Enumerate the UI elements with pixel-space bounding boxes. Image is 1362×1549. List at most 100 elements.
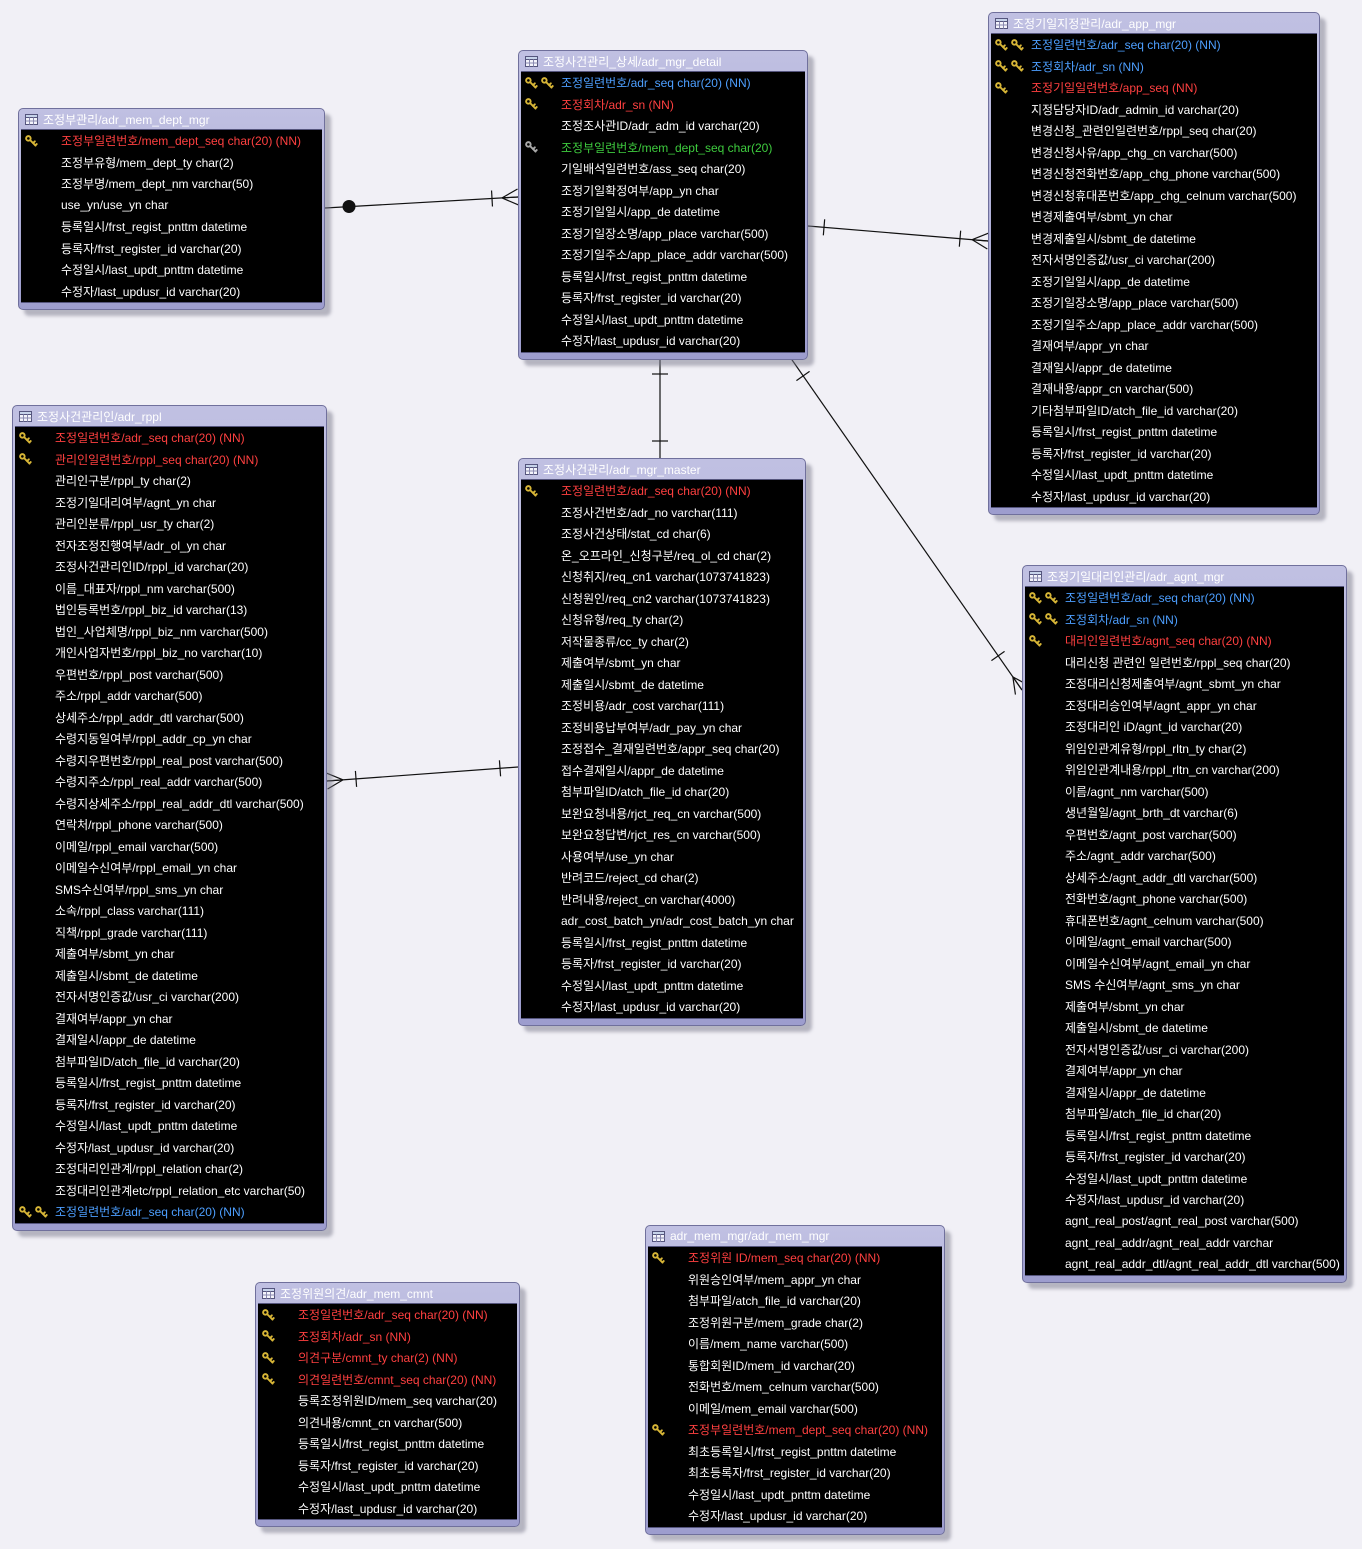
field-row[interactable]: 수정일시/last_updt_pnttm datetime bbox=[15, 1115, 324, 1137]
field-row[interactable]: 수정자/last_updusr_id varchar(20) bbox=[648, 1505, 942, 1527]
field-row[interactable]: 수령지상세주소/rppl_real_addr_dtl varchar(500) bbox=[15, 793, 324, 815]
field-row[interactable]: 제출여부/sbmt_yn char bbox=[1025, 996, 1344, 1018]
field-row[interactable]: use_yn/use_yn char bbox=[21, 195, 322, 217]
field-row[interactable]: 제출일시/sbmt_de datetime bbox=[521, 674, 803, 696]
field-row[interactable]: 제출일시/sbmt_de datetime bbox=[1025, 1017, 1344, 1039]
field-row[interactable]: 등록일시/frst_regist_pnttm datetime bbox=[521, 932, 803, 954]
field-row[interactable]: 조정일련번호/adr_seq char(20) (NN) bbox=[15, 1201, 324, 1223]
field-row[interactable]: 등록일시/frst_regist_pnttm datetime bbox=[15, 1072, 324, 1094]
field-row[interactable]: 의견일련번호/cmnt_seq char(20) (NN) bbox=[258, 1369, 517, 1391]
field-row[interactable]: 전화번호/agnt_phone varchar(500) bbox=[1025, 888, 1344, 910]
field-row[interactable]: 저작물종류/cc_ty char(2) bbox=[521, 631, 803, 653]
field-row[interactable]: 등록자/frst_register_id varchar(20) bbox=[991, 443, 1317, 465]
field-row[interactable]: 관리인일련번호/rppl_seq char(20) (NN) bbox=[15, 449, 324, 471]
field-row[interactable]: 등록자/frst_register_id varchar(20) bbox=[21, 238, 322, 260]
field-row[interactable]: 보완요청내용/rjct_req_cn varchar(500) bbox=[521, 803, 803, 825]
field-row[interactable]: 생년월일/agnt_brth_dt varchar(6) bbox=[1025, 802, 1344, 824]
field-row[interactable]: 제출여부/sbmt_yn char bbox=[521, 652, 803, 674]
relationship-adr_rppl-to-adr_mgr_master[interactable] bbox=[326, 760, 519, 790]
field-row[interactable]: 변경제출여부/sbmt_yn char bbox=[991, 206, 1317, 228]
field-row[interactable]: 수령지우편번호/rppl_real_post varchar(500) bbox=[15, 750, 324, 772]
field-row[interactable]: 연락처/rppl_phone varchar(500) bbox=[15, 814, 324, 836]
entity-header[interactable]: 조정사건관리인/adr_rppl bbox=[15, 406, 324, 426]
field-row[interactable]: 수령지동일여부/rppl_addr_cp_yn char bbox=[15, 728, 324, 750]
field-row[interactable]: 조정부일련번호/mem_dept_seq char(20) (NN) bbox=[21, 130, 322, 152]
field-row[interactable]: 조정대리신청제출여부/agnt_sbmt_yn char bbox=[1025, 673, 1344, 695]
field-row[interactable]: 접수결재일시/appr_de datetime bbox=[521, 760, 803, 782]
field-row[interactable]: 지정담당자ID/adr_admin_id varchar(20) bbox=[991, 99, 1317, 121]
field-row[interactable]: 대리인일련번호/agnt_seq char(20) (NN) bbox=[1025, 630, 1344, 652]
field-row[interactable]: 조정비용납부여부/adr_pay_yn char bbox=[521, 717, 803, 739]
field-row[interactable]: 조정기일일련번호/app_seq (NN) bbox=[991, 77, 1317, 99]
field-row[interactable]: 전자서명인증값/usr_ci varchar(200) bbox=[15, 986, 324, 1008]
field-row[interactable]: 수정일시/last_updt_pnttm datetime bbox=[521, 975, 803, 997]
field-row[interactable]: 사용여부/use_yn char bbox=[521, 846, 803, 868]
field-row[interactable]: adr_cost_batch_yn/adr_cost_batch_yn char bbox=[521, 910, 803, 932]
field-row[interactable]: 법인등록번호/rppl_biz_id varchar(13) bbox=[15, 599, 324, 621]
field-row[interactable]: 이메일/rppl_email varchar(500) bbox=[15, 836, 324, 858]
field-row[interactable]: 수령지주소/rppl_real_addr varchar(500) bbox=[15, 771, 324, 793]
field-row[interactable]: 수정자/last_updusr_id varchar(20) bbox=[21, 281, 322, 303]
entity-header[interactable]: 조정기일지정관리/adr_app_mgr bbox=[991, 13, 1317, 33]
field-row[interactable]: 전자서명인증값/usr_ci varchar(200) bbox=[991, 249, 1317, 271]
field-row[interactable]: 보완요청답변/rjct_res_cn varchar(500) bbox=[521, 824, 803, 846]
field-row[interactable]: 첨부파일/atch_file_id char(20) bbox=[1025, 1103, 1344, 1125]
field-row[interactable]: 조정부유형/mem_dept_ty char(2) bbox=[21, 152, 322, 174]
field-row[interactable]: 직책/rppl_grade varchar(111) bbox=[15, 922, 324, 944]
field-row[interactable]: 수정자/last_updusr_id varchar(20) bbox=[15, 1137, 324, 1159]
field-row[interactable]: 변경제출일시/sbmt_de datetime bbox=[991, 228, 1317, 250]
field-row[interactable]: 수정자/last_updusr_id varchar(20) bbox=[521, 996, 803, 1018]
field-row[interactable]: 조정비용/adr_cost varchar(111) bbox=[521, 695, 803, 717]
field-row[interactable]: 전자조정진행여부/adr_ol_yn char bbox=[15, 535, 324, 557]
field-row[interactable]: 수정자/last_updusr_id varchar(20) bbox=[258, 1498, 517, 1520]
field-row[interactable]: 조정대리인 iD/agnt_id varchar(20) bbox=[1025, 716, 1344, 738]
field-row[interactable]: 등록일시/frst_regist_pnttm datetime bbox=[258, 1433, 517, 1455]
field-row[interactable]: 조정기일대리여부/agnt_yn char bbox=[15, 492, 324, 514]
field-row[interactable]: 조정회차/adr_sn (NN) bbox=[991, 56, 1317, 78]
field-row[interactable]: 이메일/agnt_email varchar(500) bbox=[1025, 931, 1344, 953]
entity-header[interactable]: 조정위원의견/adr_mem_cmnt bbox=[258, 1283, 517, 1303]
field-row[interactable]: 신청원인/req_cn2 varchar(1073741823) bbox=[521, 588, 803, 610]
field-row[interactable]: 등록일시/frst_regist_pnttm datetime bbox=[521, 266, 805, 288]
field-row[interactable]: 변경신청전화번호/app_chg_phone varchar(500) bbox=[991, 163, 1317, 185]
field-row[interactable]: 변경신청사유/app_chg_cn varchar(500) bbox=[991, 142, 1317, 164]
field-row[interactable]: 등록자/frst_register_id varchar(20) bbox=[15, 1094, 324, 1116]
field-row[interactable]: 변경신청_관련인일련번호/rppl_seq char(20) bbox=[991, 120, 1317, 142]
entity-header[interactable]: adr_mem_mgr/adr_mem_mgr bbox=[648, 1226, 942, 1246]
field-row[interactable]: 조정일련번호/adr_seq char(20) (NN) bbox=[15, 427, 324, 449]
field-row[interactable]: 기일배석일련번호/ass_seq char(20) bbox=[521, 158, 805, 180]
field-row[interactable]: 온_오프라인_신청구분/req_ol_cd char(2) bbox=[521, 545, 803, 567]
field-row[interactable]: 조정일련번호/adr_seq char(20) (NN) bbox=[521, 480, 803, 502]
entity-header[interactable]: 조정부관리/adr_mem_dept_mgr bbox=[21, 109, 322, 129]
field-row[interactable]: 등록일시/frst_regist_pnttm datetime bbox=[21, 216, 322, 238]
field-row[interactable]: 개인사업자번호/rppl_biz_no varchar(10) bbox=[15, 642, 324, 664]
entity-header[interactable]: 조정사건관리_상세/adr_mgr_detail bbox=[521, 51, 805, 71]
relationship-adr_mgr_detail-to-adr_mgr_master[interactable] bbox=[652, 357, 668, 458]
field-row[interactable]: 조정일련번호/adr_seq char(20) (NN) bbox=[521, 72, 805, 94]
field-row[interactable]: 수정일시/last_updt_pnttm datetime bbox=[1025, 1168, 1344, 1190]
field-row[interactable]: 신청취지/req_cn1 varchar(1073741823) bbox=[521, 566, 803, 588]
field-row[interactable]: 휴대폰번호/agnt_celnum varchar(500) bbox=[1025, 910, 1344, 932]
field-row[interactable]: 상세주소/rppl_addr_dtl varchar(500) bbox=[15, 707, 324, 729]
field-row[interactable]: 최초등록자/frst_register_id varchar(20) bbox=[648, 1462, 942, 1484]
field-row[interactable]: SMS수신여부/rppl_sms_yn char bbox=[15, 879, 324, 901]
field-row[interactable]: 수정일시/last_updt_pnttm datetime bbox=[521, 309, 805, 331]
field-row[interactable]: 첨부파일ID/atch_file_id char(20) bbox=[521, 781, 803, 803]
field-row[interactable]: 상세주소/agnt_addr_dtl varchar(500) bbox=[1025, 867, 1344, 889]
field-row[interactable]: 제출일시/sbmt_de datetime bbox=[15, 965, 324, 987]
field-row[interactable]: 결제여부/appr_yn char bbox=[1025, 1060, 1344, 1082]
field-row[interactable]: 제출여부/sbmt_yn char bbox=[15, 943, 324, 965]
field-row[interactable]: 등록일시/frst_regist_pnttm datetime bbox=[1025, 1125, 1344, 1147]
field-row[interactable]: 조정일련번호/adr_seq char(20) (NN) bbox=[991, 34, 1317, 56]
field-row[interactable]: 조정기일확정여부/app_yn char bbox=[521, 180, 805, 202]
field-row[interactable]: 기타첨부파일ID/atch_file_id varchar(20) bbox=[991, 400, 1317, 422]
field-row[interactable]: 조정기일장소명/app_place varchar(500) bbox=[521, 223, 805, 245]
field-row[interactable]: 의견구분/cmnt_ty char(2) (NN) bbox=[258, 1347, 517, 1369]
field-row[interactable]: 위임인관계유형/rppl_rltn_ty char(2) bbox=[1025, 738, 1344, 760]
field-row[interactable]: 이메일수신여부/agnt_email_yn char bbox=[1025, 953, 1344, 975]
